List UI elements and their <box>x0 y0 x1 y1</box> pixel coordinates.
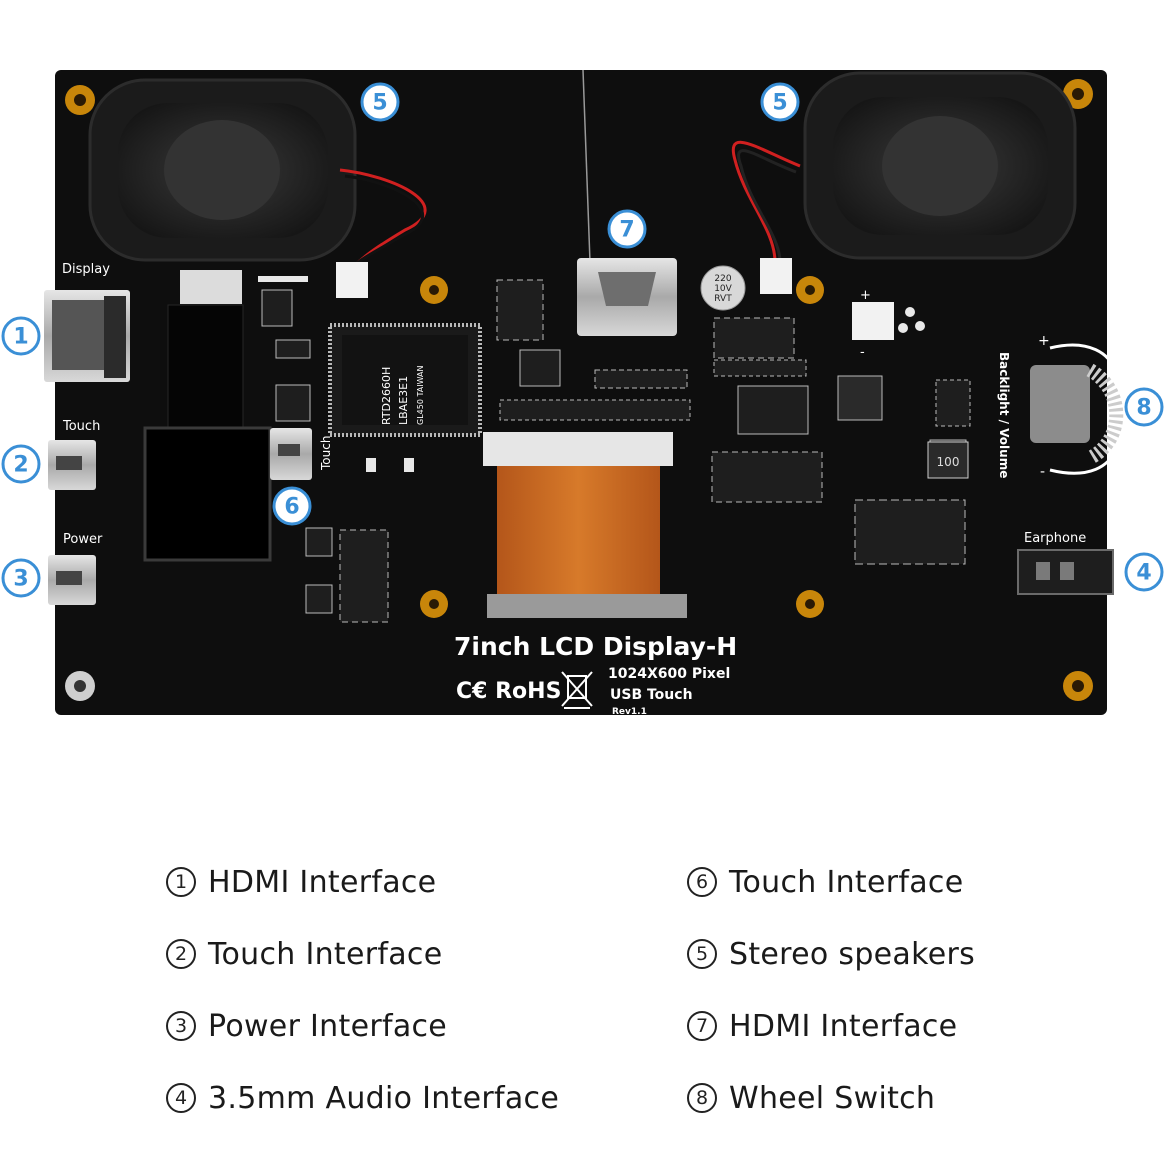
capacitor: 220 10V RVT <box>700 265 746 311</box>
callout-2-text: 2 <box>13 453 28 478</box>
callout-5-right: 5 <box>760 82 800 122</box>
legend-number: 3 <box>166 1011 196 1041</box>
legend-number: 2 <box>166 939 196 969</box>
legend-item: 4 3.5mm Audio Interface <box>166 1062 559 1134</box>
callout-5-left-text: 5 <box>372 91 387 116</box>
smd-components <box>258 276 971 623</box>
label-touch-vertical: Touch <box>319 436 333 471</box>
board-title: 7inch LCD Display-H <box>454 632 737 661</box>
legend-item: 7 HDMI Interface <box>687 990 975 1062</box>
callout-2: 2 <box>1 444 41 484</box>
callout-8: 8 <box>1124 387 1164 427</box>
legend-item: 3 Power Interface <box>166 990 559 1062</box>
speaker-right <box>803 71 1077 260</box>
micro-usb-touch <box>48 440 96 490</box>
legend-number: 8 <box>687 1083 717 1113</box>
legend-item: 5 Stereo speakers <box>687 918 975 990</box>
callout-7-text: 7 <box>619 218 634 243</box>
legend: 1 HDMI Interface 2 Touch Interface 3 Pow… <box>0 846 1166 1126</box>
board-touch-type: USB Touch <box>610 687 693 703</box>
ffc-connector-left <box>180 270 242 304</box>
callout-6: 6 <box>272 486 312 526</box>
legend-label: Touch Interface <box>208 936 443 972</box>
legend-label: 3.5mm Audio Interface <box>208 1080 560 1116</box>
main-chip: RTD2660H LBAE3E1 GL450 TAIWAN <box>328 323 482 437</box>
chip-text-3: GL450 TAIWAN <box>416 365 425 425</box>
legend-number: 7 <box>687 1011 717 1041</box>
speaker-wires <box>339 69 801 272</box>
legend-number: 5 <box>687 939 717 969</box>
micro-usb-power <box>48 555 96 605</box>
wheel-minus: - <box>1040 464 1045 480</box>
legend-label: HDMI Interface <box>208 864 437 900</box>
cap-text-2: 10V <box>714 284 732 294</box>
weee-icon <box>561 671 593 709</box>
wheel-switch <box>1030 343 1124 475</box>
callout-5-left: 5 <box>360 82 400 122</box>
callout-8-text: 8 <box>1136 396 1151 421</box>
speaker-left <box>88 78 357 262</box>
legend-label: Touch Interface <box>729 864 964 900</box>
cap-text-1: 220 <box>714 274 731 284</box>
callout-5-right-text: 5 <box>772 91 787 116</box>
callout-3: 3 <box>1 558 41 598</box>
label-earphone: Earphone <box>1024 531 1086 546</box>
board-certifications: C€ RoHS <box>456 679 561 704</box>
legend-item: 6 Touch Interface <box>687 846 975 918</box>
legend-right-column: 6 Touch Interface 5 Stereo speakers 7 HD… <box>687 846 975 1134</box>
legend-number: 6 <box>687 867 717 897</box>
speaker-connector-left <box>336 262 368 298</box>
callout-3-text: 3 <box>13 567 28 592</box>
board-resolution: 1024X600 Pixel <box>608 666 730 682</box>
legend-number: 4 <box>166 1083 196 1113</box>
legend-label: HDMI Interface <box>729 1008 958 1044</box>
mounting-holes <box>65 79 1093 701</box>
inductor-text: 100 <box>937 455 960 469</box>
chip-text-2: LBAE3E1 <box>397 376 410 425</box>
inductor: 100 <box>927 441 969 479</box>
black-tape <box>167 304 244 428</box>
callout-1: 1 <box>1 316 41 356</box>
fan-connector <box>852 302 894 340</box>
callout-4-text: 4 <box>1136 561 1151 586</box>
legend-label: Power Interface <box>208 1008 448 1044</box>
earphone-jack <box>1017 549 1114 595</box>
label-display: Display <box>62 262 110 277</box>
label-power: Power <box>63 532 103 547</box>
label-touch: Touch <box>62 419 100 434</box>
legend-item: 2 Touch Interface <box>166 918 559 990</box>
conn-minus: - <box>860 345 865 360</box>
legend-left-column: 1 HDMI Interface 2 Touch Interface 3 Pow… <box>166 846 559 1134</box>
legend-item: 1 HDMI Interface <box>166 846 559 918</box>
label-backlight-volume: Backlight / Volume <box>997 352 1011 478</box>
hdmi-port-center <box>577 258 677 336</box>
conn-plus: + <box>860 288 871 303</box>
speaker-connector-right <box>760 258 792 294</box>
callout-6-text: 6 <box>284 495 299 520</box>
callout-4: 4 <box>1124 552 1164 592</box>
micro-usb-touch-center <box>270 428 312 480</box>
chip-text-1: RTD2660H <box>380 367 393 425</box>
cap-text-3: RVT <box>714 294 732 304</box>
legend-label: Wheel Switch <box>729 1080 936 1116</box>
board-revision: Rev1.1 <box>612 707 647 717</box>
hdmi-port-left <box>44 290 130 382</box>
wheel-plus: + <box>1038 333 1050 349</box>
legend-number: 1 <box>166 867 196 897</box>
fan-icon <box>898 307 925 333</box>
callout-7: 7 <box>607 209 647 249</box>
legend-label: Stereo speakers <box>729 936 976 972</box>
legend-item: 8 Wheel Switch <box>687 1062 975 1134</box>
callout-1-text: 1 <box>13 325 28 350</box>
fpc-ribbon <box>483 432 687 618</box>
backlight-pad <box>143 426 272 562</box>
